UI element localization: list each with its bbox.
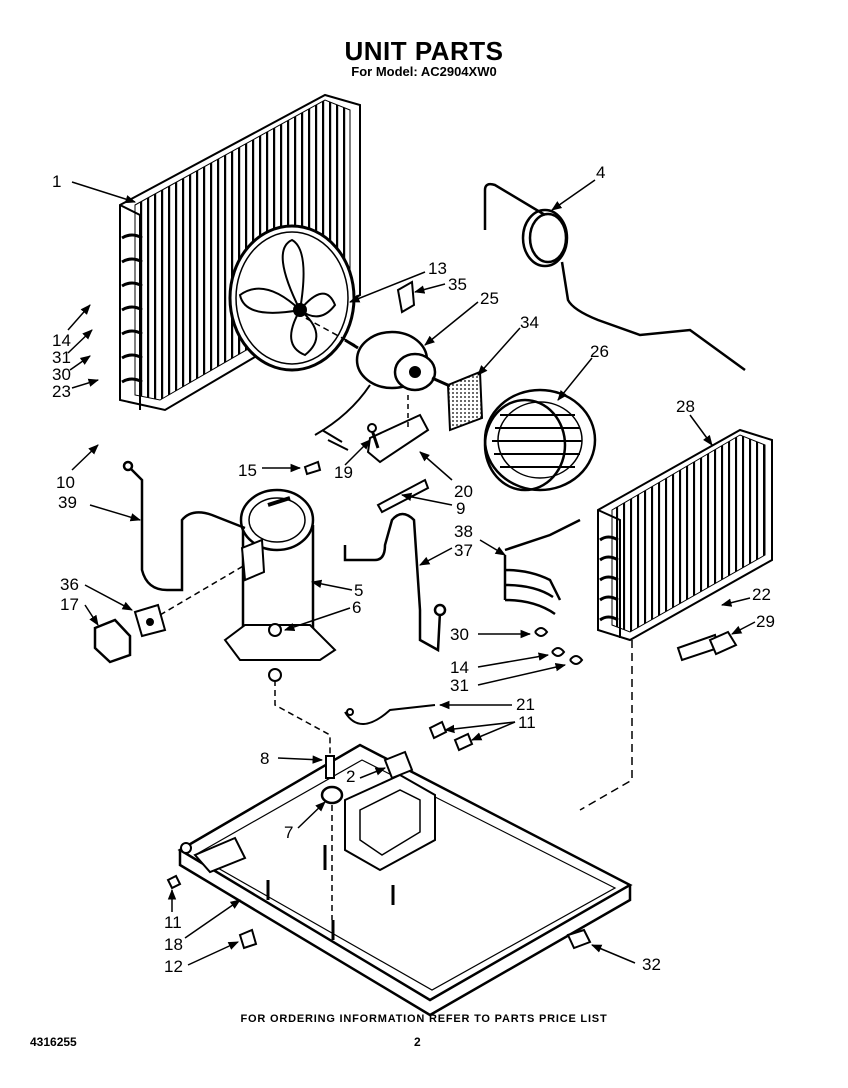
callout-37: 37 [454, 541, 473, 560]
callout-34: 34 [520, 313, 539, 332]
callout-30-right: 30 [450, 625, 469, 644]
callout-11-right: 11 [518, 713, 536, 732]
ordering-note: FOR ORDERING INFORMATION REFER TO PARTS … [240, 1013, 608, 1025]
capillary-tube [483, 182, 746, 372]
callout-6: 6 [352, 598, 361, 617]
callout-11-left: 11 [164, 913, 182, 932]
callout-29: 29 [756, 612, 775, 631]
callout-leaders [67, 179, 756, 966]
wire-harness [344, 704, 474, 752]
page-title: UNIT PARTS [344, 36, 504, 66]
suction-tube [343, 512, 447, 653]
callout-18: 18 [164, 935, 183, 954]
callout-21: 21 [516, 695, 535, 714]
condenser-coil [119, 93, 361, 412]
callout-13: 13 [428, 259, 447, 278]
terminal-cover [93, 564, 246, 664]
blower-wheel [483, 388, 597, 492]
callout-7: 7 [284, 823, 293, 842]
callout-32: 32 [642, 955, 661, 974]
evaporator-tubes [503, 518, 581, 616]
discharge-tube [122, 460, 246, 592]
callout-22: 22 [752, 585, 771, 604]
model-subtitle: For Model: AC2904XW0 [351, 64, 497, 79]
callout-10: 10 [56, 473, 75, 492]
small-parts-right [534, 627, 738, 665]
fan-motor [299, 280, 451, 464]
callout-23: 23 [52, 382, 71, 401]
document-number: 4316255 [30, 1035, 77, 1049]
callout-4: 4 [596, 163, 605, 182]
callout-31-right: 31 [450, 676, 469, 695]
compressor [223, 488, 337, 760]
callout-30-left: 30 [52, 365, 71, 384]
callout-12: 12 [164, 957, 183, 976]
callout-35: 35 [448, 275, 467, 294]
callout-14-left: 14 [52, 331, 71, 350]
callout-5: 5 [354, 581, 363, 600]
callout-2: 2 [346, 767, 355, 786]
callout-14-right: 14 [450, 658, 469, 677]
callout-17: 17 [60, 595, 79, 614]
callout-26: 26 [590, 342, 609, 361]
callout-36: 36 [60, 575, 79, 594]
callout-25: 25 [480, 289, 499, 308]
callout-39: 39 [58, 493, 77, 512]
callout-9: 9 [456, 499, 465, 518]
callout-1: 1 [52, 172, 61, 191]
callout-labels: 1 4 13 35 25 34 26 14 31 30 23 10 15 19 … [52, 163, 775, 976]
callout-31-left: 31 [52, 348, 71, 367]
callout-20: 20 [454, 482, 473, 501]
page-number: 2 [414, 1035, 421, 1049]
callout-15: 15 [238, 461, 257, 480]
callout-8: 8 [260, 749, 269, 768]
callout-38: 38 [454, 522, 473, 541]
callout-28: 28 [676, 397, 695, 416]
gasket-plate [446, 370, 484, 432]
base-pan [166, 743, 633, 1017]
callout-19: 19 [334, 463, 353, 482]
